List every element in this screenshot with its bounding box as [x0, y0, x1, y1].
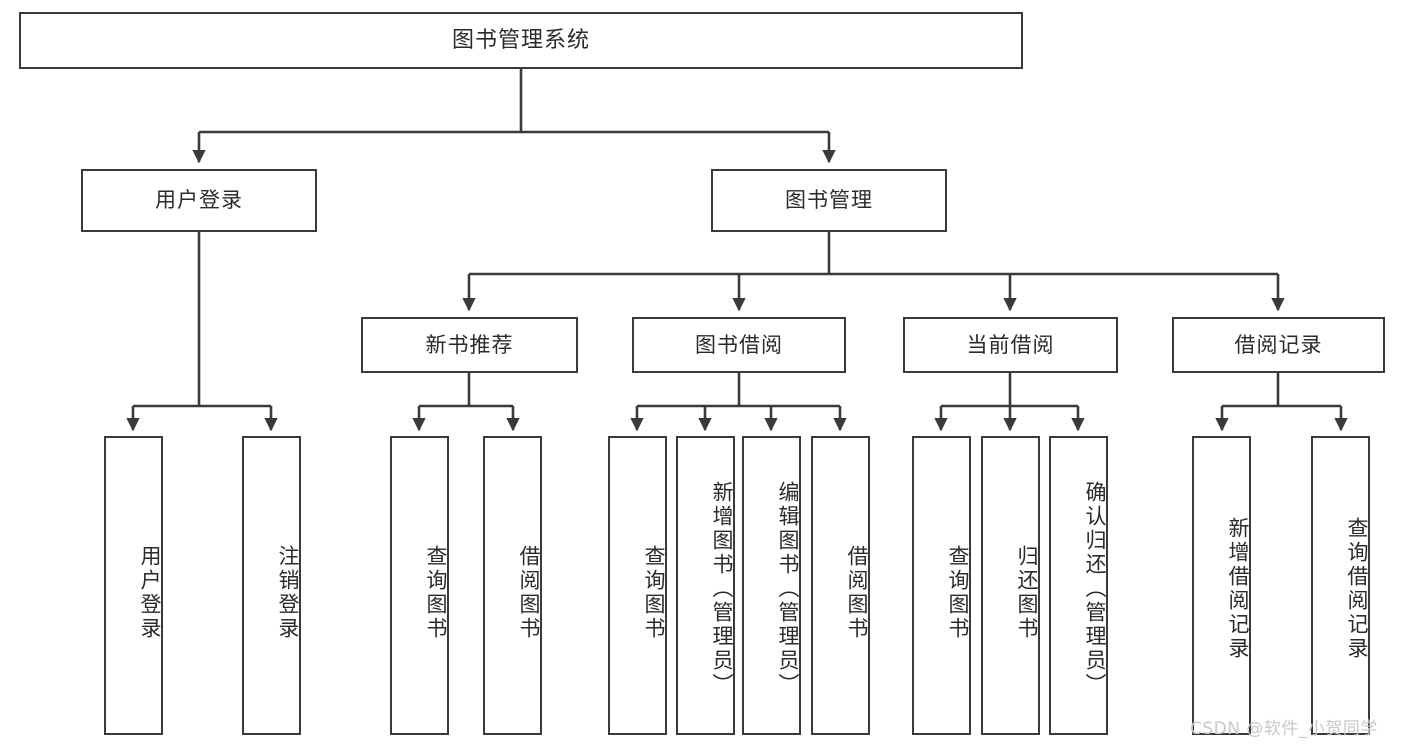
- node-label: 查询图书: [946, 544, 970, 641]
- node-label: 注销登录: [276, 544, 300, 641]
- node-label: 查询图书: [424, 544, 448, 641]
- leaf-current-return-book[interactable]: 归还图书: [981, 436, 1040, 735]
- node-label: 归还图书: [1015, 544, 1039, 641]
- node-borrow-record[interactable]: 借阅记录: [1172, 317, 1385, 373]
- watermark: CSDN @软件_小贺同学: [1190, 719, 1378, 739]
- leaf-borrow-edit-book-admin[interactable]: 编辑图书（管理员）: [742, 436, 801, 735]
- leaf-current-query-book[interactable]: 查询图书: [912, 436, 971, 735]
- node-label: 图书借阅: [695, 332, 783, 357]
- node-label: 借阅记录: [1234, 332, 1323, 357]
- node-label: 新增借阅记录: [1226, 516, 1250, 661]
- leaf-recommend-query-book[interactable]: 查询图书: [390, 436, 449, 735]
- node-label: 借阅图书: [517, 544, 541, 641]
- node-user-login[interactable]: 用户登录: [81, 169, 317, 232]
- leaf-user-login-login[interactable]: 用户登录: [104, 436, 163, 735]
- node-book-borrow[interactable]: 图书借阅: [632, 317, 846, 373]
- node-new-book-recommend[interactable]: 新书推荐: [361, 317, 578, 373]
- leaf-record-query-record[interactable]: 查询借阅记录: [1311, 436, 1370, 735]
- leaf-borrow-borrow-book[interactable]: 借阅图书: [811, 436, 870, 735]
- leaf-borrow-add-book-admin[interactable]: 新增图书（管理员）: [676, 436, 735, 735]
- node-label: 新增图书（管理员）: [710, 480, 734, 697]
- node-root-system[interactable]: 图书管理系统: [19, 12, 1023, 69]
- leaf-record-add-record[interactable]: 新增借阅记录: [1192, 436, 1251, 735]
- node-label: 查询借阅记录: [1345, 516, 1369, 661]
- node-label: 图书管理: [785, 188, 873, 212]
- leaf-user-login-logout[interactable]: 注销登录: [242, 436, 301, 735]
- node-label: 图书管理系统: [451, 27, 590, 53]
- node-label: 编辑图书（管理员）: [776, 480, 800, 697]
- node-label: 借阅图书: [845, 544, 869, 641]
- leaf-borrow-query-book[interactable]: 查询图书: [608, 436, 667, 735]
- node-label: 用户登录: [155, 188, 243, 212]
- node-label: 新书推荐: [425, 332, 514, 357]
- node-current-borrow[interactable]: 当前借阅: [903, 317, 1118, 373]
- leaf-recommend-borrow-book[interactable]: 借阅图书: [483, 436, 542, 735]
- node-label: 用户登录: [138, 544, 162, 641]
- node-book-management[interactable]: 图书管理: [711, 169, 947, 232]
- leaf-current-confirm-return-admin[interactable]: 确认归还（管理员）: [1049, 436, 1108, 735]
- node-label: 当前借阅: [966, 332, 1055, 357]
- node-label: 查询图书: [642, 544, 666, 641]
- node-label: 确认归还（管理员）: [1083, 480, 1107, 697]
